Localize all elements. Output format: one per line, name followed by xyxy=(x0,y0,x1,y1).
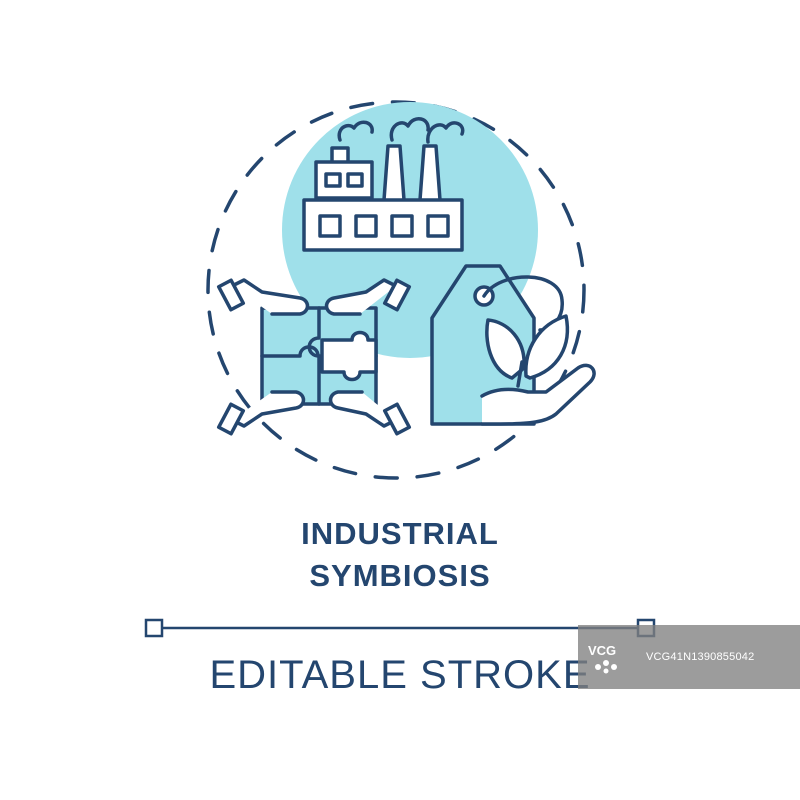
editable-stroke-label: EDITABLE STROKE xyxy=(209,653,591,697)
smoke-right xyxy=(426,121,465,144)
chimney-right xyxy=(418,144,442,202)
factory-window-upper-1 xyxy=(324,172,342,188)
caption-line-2: SYMBIOSIS xyxy=(309,558,491,593)
chimney-middle xyxy=(382,144,406,202)
leaf-stem xyxy=(516,360,524,388)
caption-line-1: INDUSTRIAL xyxy=(301,516,499,551)
factory-window-4 xyxy=(426,214,450,238)
cuff-bottom-right xyxy=(382,402,412,436)
leaf-right xyxy=(524,314,569,380)
factory-window-3 xyxy=(390,214,414,238)
hand-bottom-left xyxy=(230,390,306,428)
factory-window-upper-2 xyxy=(346,172,364,188)
factory-icon xyxy=(302,117,465,252)
dashed-ring xyxy=(206,100,586,480)
puzzle-piece-knob xyxy=(320,330,378,382)
factory-window-2 xyxy=(354,214,378,238)
eco-tag-icon xyxy=(430,264,596,426)
holding-hand xyxy=(480,363,596,426)
vcg-logo-icon: VCG xyxy=(578,625,646,689)
hand-top-right xyxy=(324,278,398,316)
price-tag xyxy=(430,264,536,426)
leaf-left xyxy=(485,318,526,380)
hand-top-left xyxy=(230,278,310,316)
hand-bottom-right xyxy=(328,390,398,428)
puzzle-hands-icon xyxy=(216,278,412,436)
watermark-overlay: VCG VCG41N1390855042 xyxy=(578,625,800,689)
stroke-handle-left xyxy=(144,618,164,638)
cuff-top-right xyxy=(382,278,412,312)
factory-lower-block xyxy=(302,198,464,252)
svg-text:VCG: VCG xyxy=(588,643,616,658)
smoke-left xyxy=(337,120,374,142)
smoke-middle xyxy=(389,117,430,142)
cuff-top-left xyxy=(216,278,246,312)
vcg-logo-mark: VCG xyxy=(588,643,617,674)
factory-window-1 xyxy=(318,214,342,238)
puzzle-divider-horizontal xyxy=(260,345,378,358)
cuff-bottom-left xyxy=(216,402,246,436)
watermark-image-id: VCG41N1390855042 xyxy=(646,651,755,663)
chimney-left-small xyxy=(330,146,350,164)
